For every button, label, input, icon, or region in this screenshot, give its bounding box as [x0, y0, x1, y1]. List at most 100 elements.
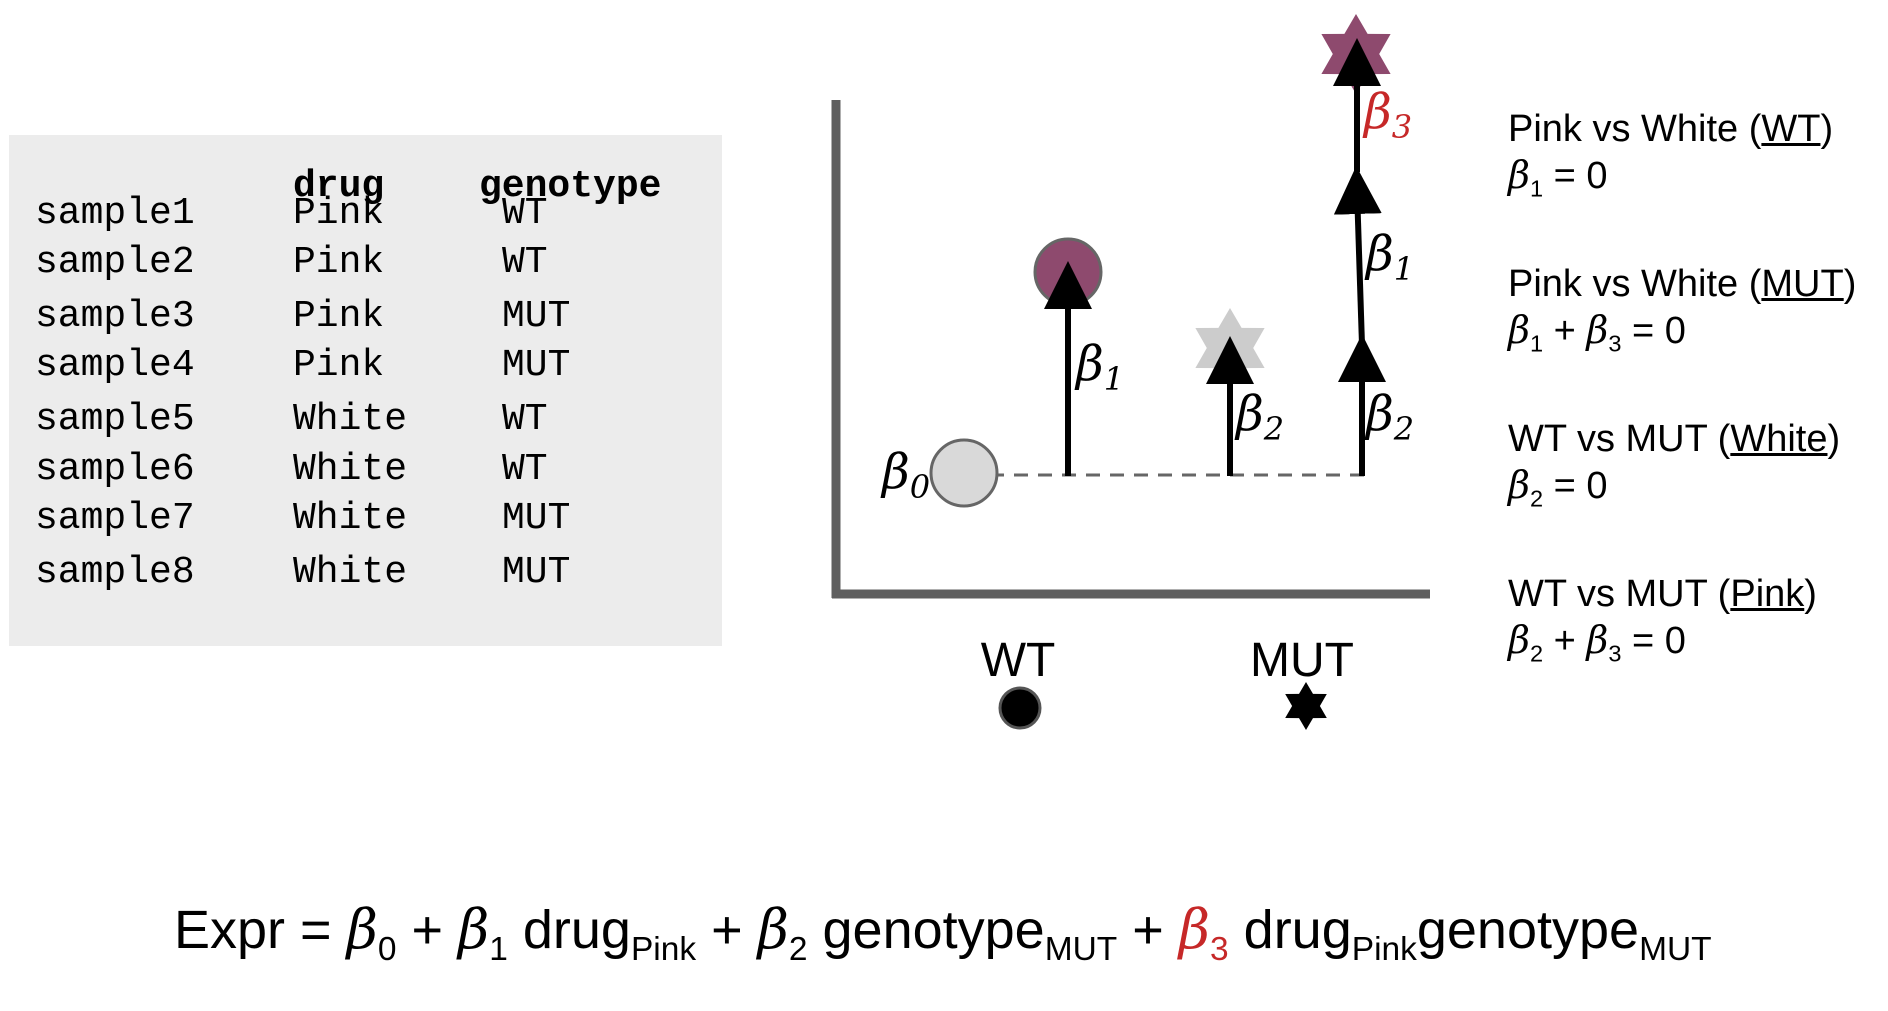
table-row: sample8 White MUT — [9, 551, 722, 594]
sample-cell: sample1 — [35, 192, 195, 235]
beta2-label-white: β2 — [1234, 386, 1284, 448]
hyp-plus: + — [1553, 620, 1576, 662]
genotype-cell: WT — [502, 192, 548, 235]
eq-beta3: β — [1178, 898, 1211, 961]
eq-beta2: β — [757, 898, 789, 961]
hyp-beta-sub: 1 — [1529, 175, 1544, 202]
hyp-beta-sub: 2 — [1529, 485, 1544, 512]
hyp-beta: β — [1508, 308, 1530, 352]
filled-circle-icon — [998, 686, 1042, 730]
hyp-beta: β — [1586, 618, 1609, 662]
eq-term-genotype-sub: MUT — [1044, 930, 1118, 968]
eq-term-interaction-genotype: genotype — [1416, 900, 1640, 960]
header-drug: drug — [293, 165, 385, 208]
sample-cell: sample6 — [35, 448, 195, 491]
sample-cell: sample8 — [35, 551, 195, 594]
beta1-arrow-pink — [1333, 166, 1382, 346]
eq-term-interaction-drug-sub: Pink — [1351, 930, 1417, 968]
table-row: sample6 White WT — [9, 448, 722, 491]
genotype-cell: WT — [502, 398, 548, 441]
hyp-beta: β — [1508, 153, 1530, 197]
eq-plus-3: + — [1132, 900, 1164, 960]
hypothesis-title-group: White — [1730, 418, 1828, 460]
sample-cell: sample7 — [35, 497, 195, 540]
drug-cell: White — [293, 448, 408, 491]
hypothesis-title-prefix: WT vs MUT ( — [1508, 573, 1731, 615]
white-wt-circle — [929, 438, 999, 508]
header-genotype: genotype — [479, 165, 662, 208]
hypothesis-title: Pink vs White (WT) — [1508, 106, 1833, 152]
hyp-beta-sub: 3 — [1608, 330, 1622, 357]
eq-term-genotype: genotype — [822, 900, 1045, 960]
hypothesis-title-prefix: Pink vs White ( — [1508, 108, 1762, 150]
drug-cell: Pink — [293, 241, 385, 284]
eq-term-interaction-genotype-sub: MUT — [1639, 930, 1712, 968]
hyp-beta-sub: 2 — [1529, 640, 1544, 667]
hyp-rhs: = 0 — [1553, 155, 1608, 197]
hyp-rhs: = 0 — [1632, 310, 1686, 352]
table-row: sample3 Pink MUT — [9, 295, 722, 338]
equation-lhs: Expr = — [174, 900, 332, 960]
eq-beta0: β — [346, 898, 378, 961]
eq-term-drug: drug — [522, 900, 631, 960]
hypothesis-title: WT vs MUT (White) — [1508, 416, 1840, 462]
hypothesis-block: WT vs MUT (White)β2 = 0 — [1508, 416, 1840, 522]
eq-beta2-sub: 2 — [788, 930, 808, 968]
hyp-rhs: = 0 — [1553, 465, 1608, 507]
hypothesis-title-group: WT — [1761, 108, 1821, 150]
sample-cell: sample4 — [35, 344, 195, 387]
hypothesis-title-suffix: ) — [1820, 108, 1834, 150]
hypothesis-equation: β1 + β3 = 0 — [1508, 307, 1856, 367]
hypothesis-equation: β2 = 0 — [1508, 462, 1840, 522]
six-point-star-icon — [1285, 682, 1327, 730]
eq-term-drug-sub: Pink — [630, 930, 697, 968]
hypothesis-title-prefix: WT vs MUT ( — [1508, 418, 1731, 460]
drug-cell: Pink — [293, 295, 385, 338]
hypothesis-title-group: Pink — [1730, 573, 1805, 615]
genotype-cell: MUT — [502, 551, 571, 594]
model-equation: Expr = β0 + β1 drugPink + β2 genotypeMUT… — [174, 898, 1712, 969]
hyp-plus: + — [1553, 310, 1576, 352]
x-label-mut: MUT — [1250, 634, 1354, 687]
hypothesis-title: WT vs MUT (Pink) — [1508, 571, 1817, 617]
beta1-label-wt: β1 — [1074, 336, 1124, 398]
hypothesis-title: Pink vs White (MUT) — [1508, 261, 1856, 307]
sample-cell: sample3 — [35, 295, 195, 338]
hyp-rhs: = 0 — [1632, 620, 1686, 662]
eq-term-interaction-drug: drug — [1243, 900, 1352, 960]
eq-plus-2: + — [711, 900, 743, 960]
hypothesis-title-prefix: Pink vs White ( — [1508, 263, 1762, 305]
beta0-label: β0 — [880, 444, 930, 506]
genotype-cell: WT — [502, 448, 548, 491]
hypothesis-title-suffix: ) — [1827, 418, 1841, 460]
hypothesis-title-suffix: ) — [1804, 573, 1817, 615]
genotype-cell: WT — [502, 241, 548, 284]
genotype-cell: MUT — [502, 295, 571, 338]
beta1-label-pink: β1 — [1364, 226, 1414, 288]
sample-cell: sample5 — [35, 398, 195, 441]
eq-beta3-sub: 3 — [1210, 930, 1229, 968]
drug-cell: Pink — [293, 192, 385, 235]
eq-plus-1: + — [411, 900, 443, 960]
hyp-beta: β — [1586, 308, 1609, 352]
drug-cell: White — [293, 551, 408, 594]
hypothesis-block: Pink vs White (MUT)β1 + β3 = 0 — [1508, 261, 1856, 367]
genotype-cell: MUT — [502, 344, 571, 387]
beta3-label: β3 — [1362, 84, 1412, 146]
eq-beta1-sub: 1 — [489, 930, 508, 968]
hyp-beta: β — [1508, 618, 1530, 662]
eq-beta0-sub: 0 — [377, 930, 397, 968]
beta2-label-pink: β2 — [1364, 386, 1414, 448]
hypothesis-equation: β2 + β3 = 0 — [1508, 617, 1817, 677]
hypothesis-equation: β1 = 0 — [1508, 152, 1833, 212]
drug-cell: White — [293, 497, 408, 540]
x-label-wt: WT — [981, 634, 1056, 687]
table-row: sample1 Pink WT — [9, 192, 722, 235]
hypothesis-block: WT vs MUT (Pink)β2 + β3 = 0 — [1508, 571, 1817, 677]
hyp-beta-sub: 1 — [1529, 330, 1544, 357]
